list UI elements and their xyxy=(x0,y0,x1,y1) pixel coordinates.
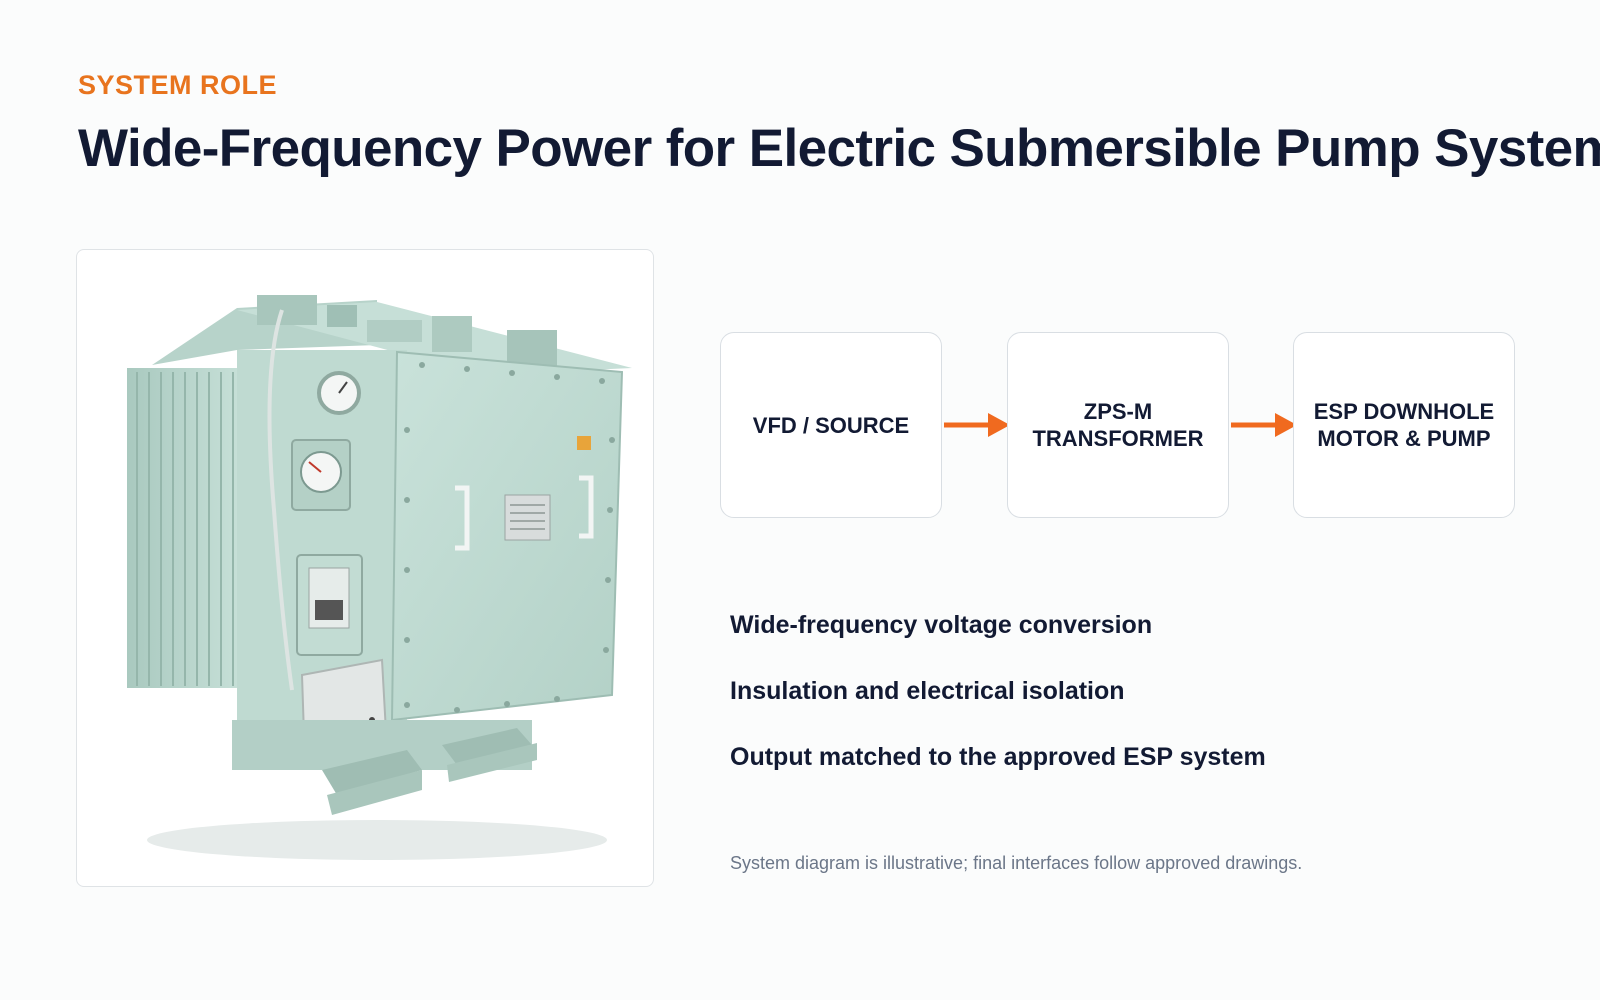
section-eyebrow: SYSTEM ROLE xyxy=(78,70,278,100)
page-title: Wide-Frequency Power for Electric Submer… xyxy=(78,119,1600,178)
product-photo-card xyxy=(76,249,654,887)
flow-step-label: ZPS-M TRANSFORMER xyxy=(1032,399,1204,451)
feature-item-output-matched: Output matched to the approved ESP syste… xyxy=(730,743,1266,771)
flow-arrow-right-icon xyxy=(944,413,1010,437)
flow-step-vfd-source: VFD / SOURCE xyxy=(720,332,942,518)
flow-step-esp-motor-pump: ESP DOWNHOLE MOTOR & PUMP xyxy=(1293,332,1515,518)
flow-step-label: VFD / SOURCE xyxy=(752,412,910,438)
flow-step-label: ESP DOWNHOLE MOTOR & PUMP xyxy=(1313,399,1495,451)
footnote: System diagram is illustrative; final in… xyxy=(730,853,1303,873)
feature-item-isolation: Insulation and electrical isolation xyxy=(730,677,1125,705)
feature-item-voltage-conversion: Wide-frequency voltage conversion xyxy=(730,611,1153,639)
flow-arrow-right-icon xyxy=(1231,413,1297,437)
flow-step-transformer: ZPS-M TRANSFORMER xyxy=(1007,332,1229,518)
transformer-illustration xyxy=(127,295,632,860)
